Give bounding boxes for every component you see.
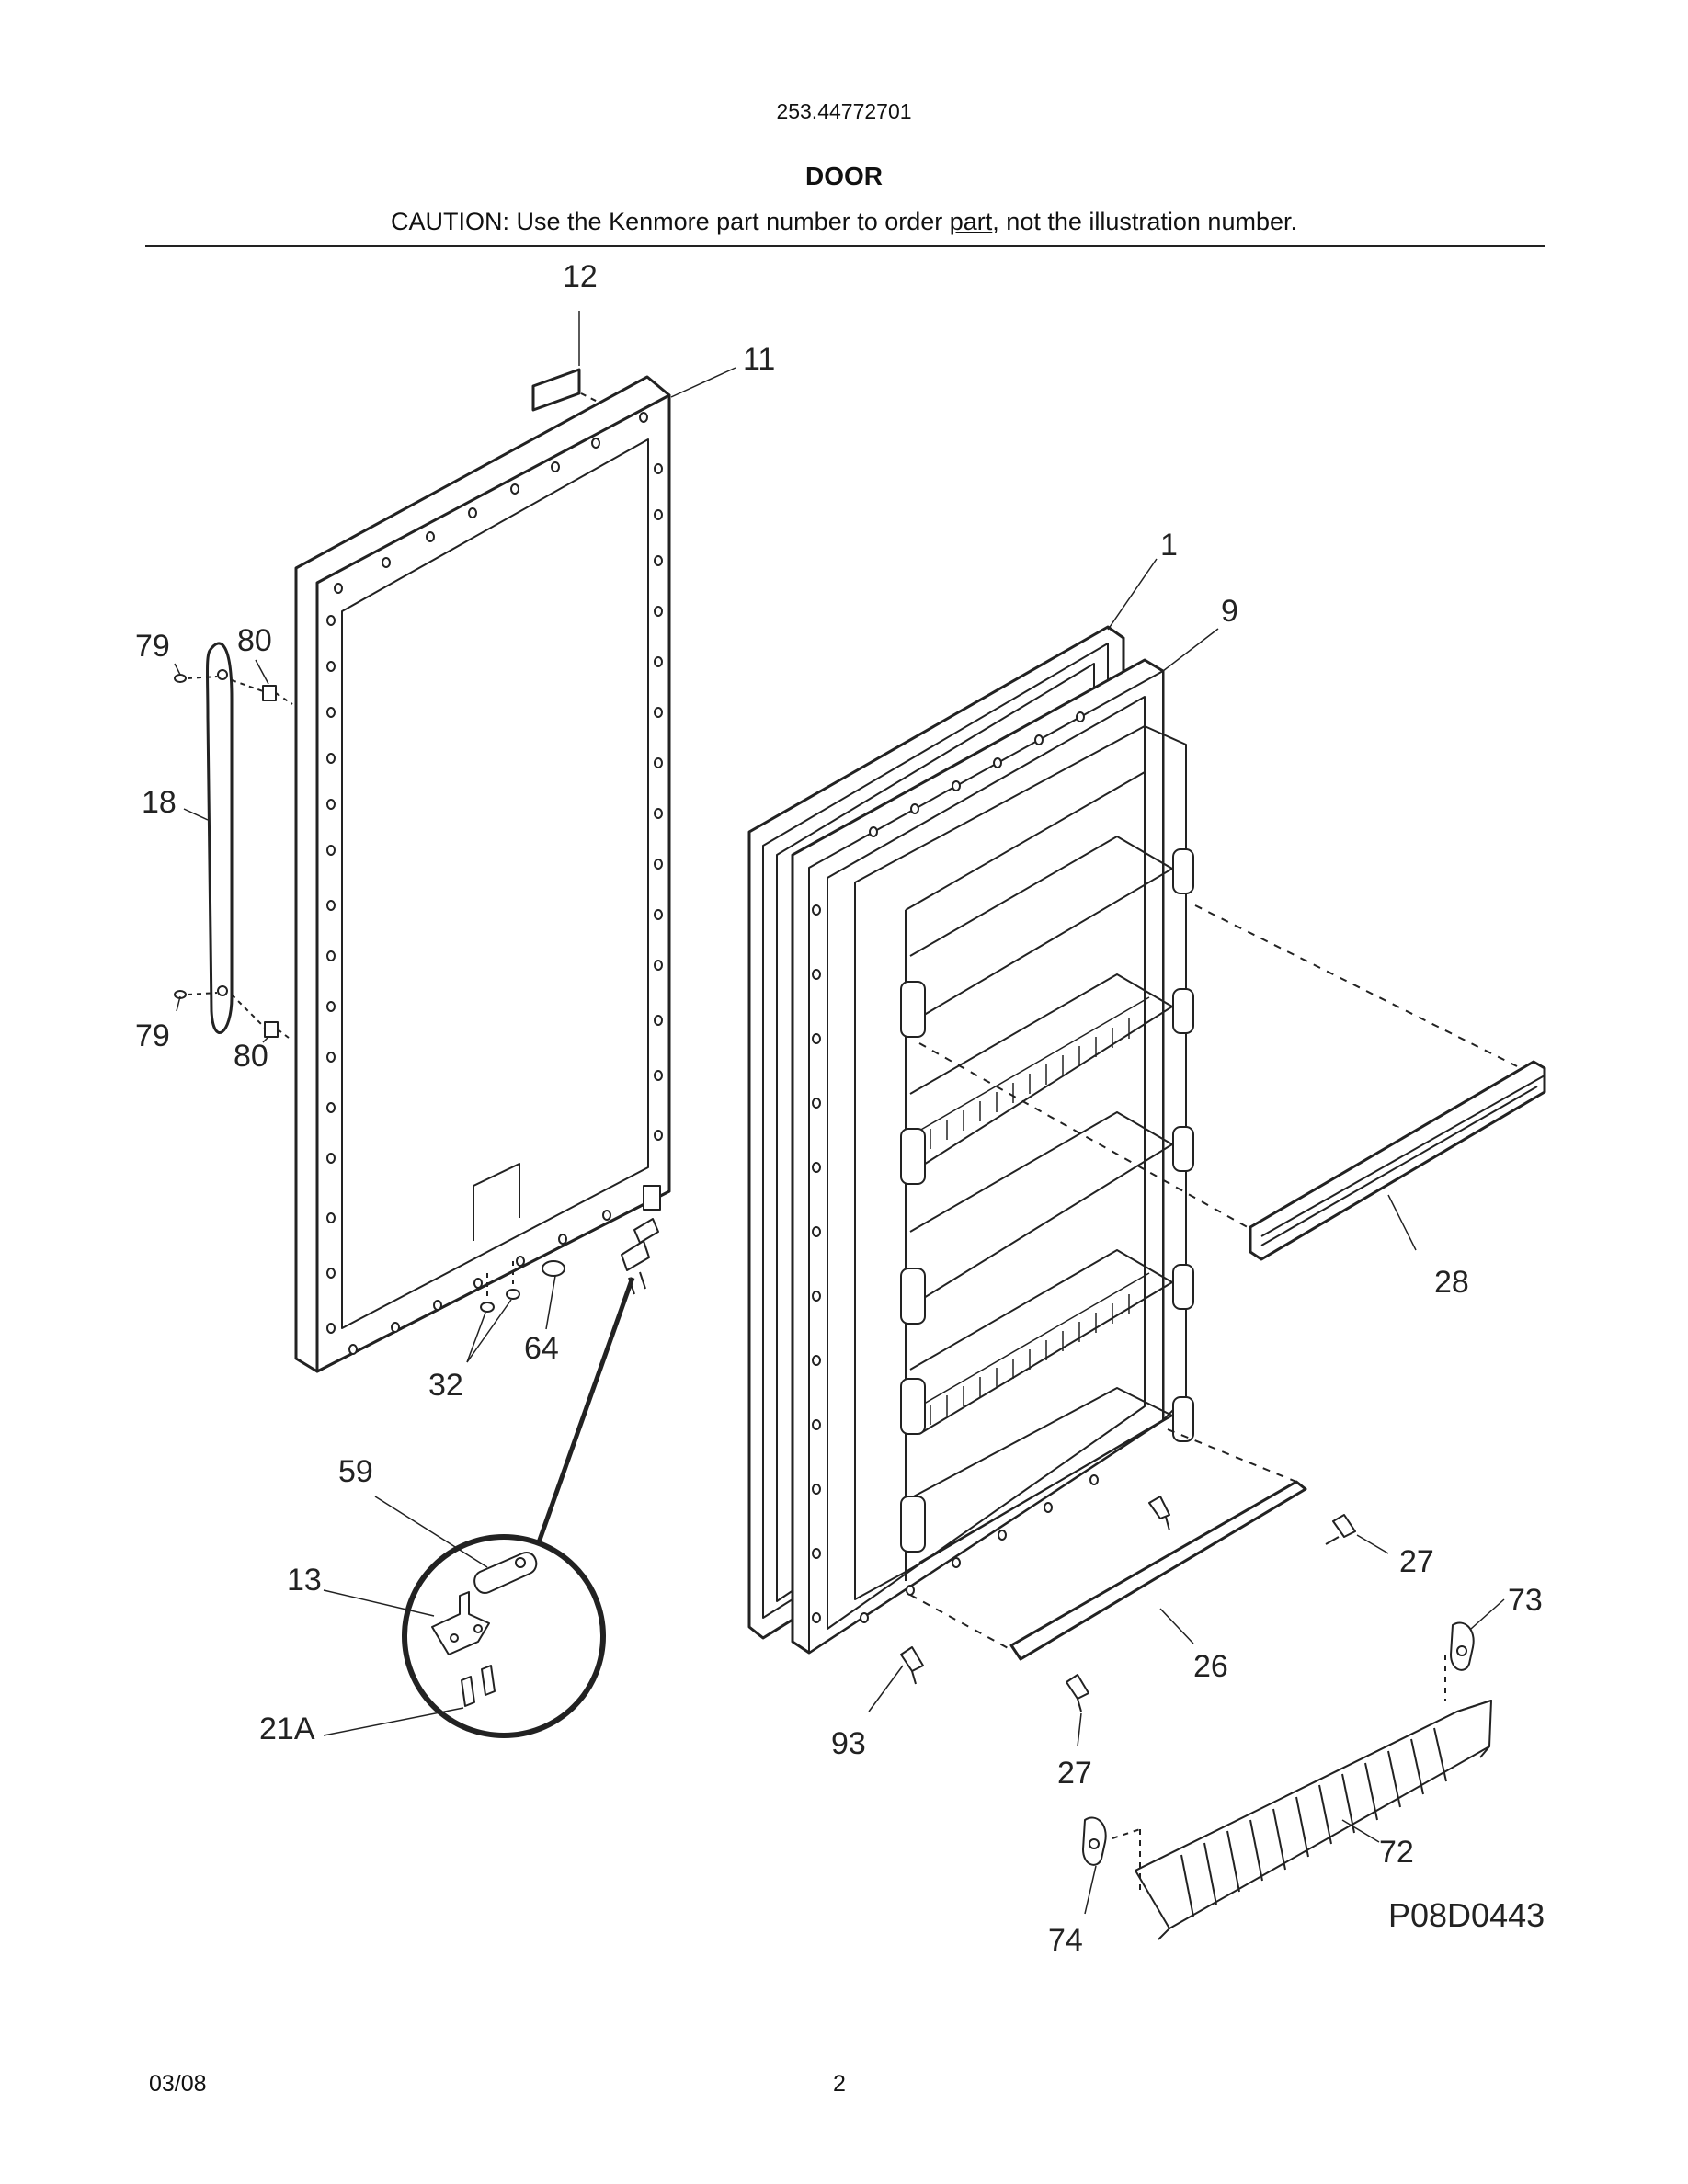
part-9-inner-door-liner [791, 658, 1194, 1655]
callout-79-upper: 79 [135, 629, 170, 664]
part-74-basket-clip [1082, 1816, 1141, 1894]
part-28-shelf-rail [918, 904, 1546, 1261]
part-64-plug [542, 1260, 565, 1277]
callout-59: 59 [338, 1454, 373, 1489]
part-72-wire-basket [1135, 1700, 1492, 1940]
callout-73: 73 [1508, 1583, 1543, 1618]
callout-11: 11 [743, 342, 775, 377]
footer-date: 03/08 [149, 2071, 207, 2097]
caution-text-end: , not the illustration number. [992, 208, 1297, 235]
callout-21a: 21A [259, 1712, 315, 1746]
callout-93: 93 [831, 1726, 866, 1761]
part-32-plugs [480, 1261, 520, 1313]
callout-13: 13 [287, 1563, 322, 1598]
callout-12: 12 [563, 259, 598, 294]
caution-underlined-word: part [949, 208, 993, 235]
caution-note: CAUTION: Use the Kenmore part number to … [0, 208, 1688, 236]
callout-74: 74 [1048, 1923, 1083, 1958]
part-27-fasteners [1066, 1496, 1356, 1712]
part-12-label-plate [531, 368, 581, 412]
part-26-bottom-trim [909, 1428, 1307, 1661]
hinge-hardware-mount [621, 1185, 661, 1295]
callout-27-right: 27 [1399, 1544, 1434, 1579]
callout-leader-lines [174, 311, 1505, 1915]
callout-18: 18 [142, 785, 177, 820]
callout-26: 26 [1193, 1649, 1228, 1684]
callout-79-lower: 79 [135, 1018, 170, 1053]
callout-28: 28 [1434, 1265, 1469, 1300]
part-18-handle [206, 642, 234, 1034]
part-11-outer-door-panel [294, 375, 671, 1373]
callout-9: 9 [1221, 594, 1238, 629]
part-80-handle-plugs [231, 679, 293, 1041]
callout-80-lower: 80 [234, 1039, 268, 1074]
page-number: 2 [833, 2071, 846, 2097]
callout-32: 32 [428, 1368, 463, 1403]
part-73-basket-clip [1444, 1621, 1475, 1701]
drawing-code: P08D0443 [1388, 1896, 1545, 1934]
hinge-detail-circle [402, 1277, 635, 1738]
callout-27-lower: 27 [1057, 1756, 1092, 1791]
section-title: DOOR [805, 162, 883, 190]
callout-64: 64 [524, 1331, 559, 1366]
caution-text-start: CAUTION: Use the Kenmore part number to … [391, 208, 950, 235]
callout-1: 1 [1160, 528, 1178, 563]
part-93-fastener [900, 1646, 924, 1685]
callout-80-upper: 80 [237, 623, 272, 658]
callout-72: 72 [1379, 1835, 1414, 1870]
model-number: 253.44772701 [776, 99, 912, 123]
header-rule [145, 245, 1545, 247]
